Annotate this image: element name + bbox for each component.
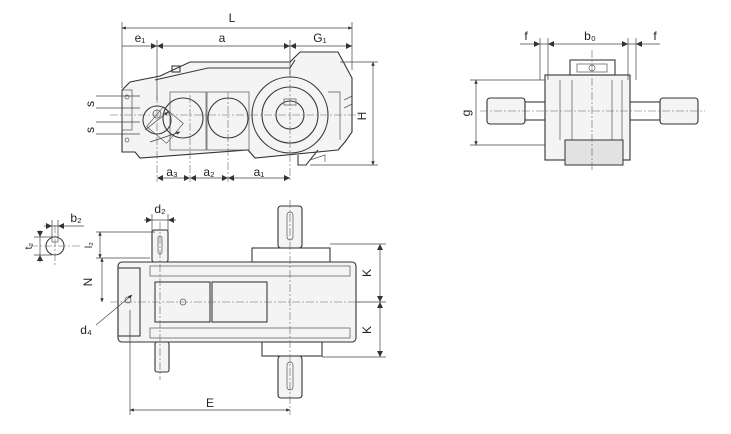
label-a1: a₁ bbox=[254, 165, 265, 179]
d2-arr-l bbox=[146, 217, 152, 223]
top-input-shaft-down bbox=[154, 341, 170, 373]
label-b0: b₀ bbox=[584, 29, 596, 43]
K-arr-3 bbox=[377, 302, 383, 308]
front-foot-detail bbox=[309, 154, 326, 162]
K-arr-2 bbox=[377, 296, 383, 302]
front-panel-1 bbox=[169, 91, 207, 151]
side-foot bbox=[564, 139, 624, 166]
side-top-cover bbox=[569, 59, 616, 76]
front-left-flange bbox=[121, 89, 133, 131]
d2-arr-r bbox=[168, 217, 174, 223]
label-d4: d₄ bbox=[80, 323, 92, 337]
label-G1: G₁ bbox=[313, 31, 326, 45]
d4-leader bbox=[95, 294, 133, 326]
a2-arr-r bbox=[222, 175, 228, 181]
label-N: N bbox=[81, 278, 95, 287]
t2-arr-t bbox=[37, 231, 43, 237]
front-breather bbox=[171, 65, 181, 73]
label-f-left: f bbox=[524, 29, 528, 43]
top-output-flange-up bbox=[251, 247, 331, 263]
top-view bbox=[95, 200, 386, 415]
b0-arr-l bbox=[548, 41, 554, 47]
label-d2: d₂ bbox=[154, 202, 166, 216]
G1-arrow-r bbox=[346, 43, 352, 49]
b2-arr-r bbox=[58, 223, 64, 229]
front-lid bbox=[154, 59, 296, 81]
front-view bbox=[96, 22, 378, 182]
a3-arr-r bbox=[184, 175, 190, 181]
b2-arr-l bbox=[46, 223, 52, 229]
top-bolt-hole bbox=[124, 296, 132, 304]
b0-arr-r bbox=[622, 41, 628, 47]
e1-arrow bbox=[151, 43, 157, 49]
label-f-right: f bbox=[653, 29, 657, 43]
top-inner-2 bbox=[149, 327, 351, 339]
label-s-top: s bbox=[83, 101, 97, 107]
f-arr-2 bbox=[636, 41, 642, 47]
label-t2: t₂ bbox=[24, 243, 35, 250]
key-detail bbox=[30, 220, 84, 265]
label-b2: b₂ bbox=[70, 211, 82, 225]
label-H: H bbox=[355, 112, 369, 121]
G1-arrow-l bbox=[290, 43, 296, 49]
label-a3: a₃ bbox=[166, 165, 178, 179]
label-a2: a₂ bbox=[203, 165, 215, 179]
a-arrow-l bbox=[157, 43, 163, 49]
a3-arr-l bbox=[157, 175, 163, 181]
side-view bbox=[470, 38, 705, 172]
label-g: g bbox=[459, 110, 473, 117]
label-l2: l₂ bbox=[84, 242, 95, 248]
label-E: E bbox=[206, 396, 214, 410]
label-K-top: K bbox=[360, 269, 374, 277]
top-inner-1 bbox=[149, 265, 351, 277]
front-diag-dim-2 bbox=[149, 131, 181, 143]
front-flange-hole-2 bbox=[124, 137, 130, 143]
a-arrow-r bbox=[284, 43, 290, 49]
label-s-bottom: s bbox=[83, 127, 97, 133]
label-L: L bbox=[229, 11, 236, 25]
label-K-bottom: K bbox=[360, 326, 374, 334]
top-output-flange-down bbox=[261, 341, 323, 357]
label-e1: e₁ bbox=[135, 31, 146, 45]
K-arr-1 bbox=[377, 244, 383, 250]
a1-arr-l bbox=[228, 175, 234, 181]
front-flange-hole bbox=[124, 94, 130, 100]
front-foot bbox=[297, 149, 319, 166]
a2-arr-l bbox=[190, 175, 196, 181]
f-arr-1 bbox=[534, 41, 540, 47]
front-right-ribs bbox=[328, 91, 353, 140]
label-a: a bbox=[219, 31, 226, 45]
a1-arr-r bbox=[284, 175, 290, 181]
front-diag-dim-1 bbox=[144, 111, 169, 131]
K-arr-4 bbox=[377, 351, 383, 357]
t2-arr-b bbox=[37, 255, 43, 261]
front-gear-2 bbox=[162, 97, 204, 139]
